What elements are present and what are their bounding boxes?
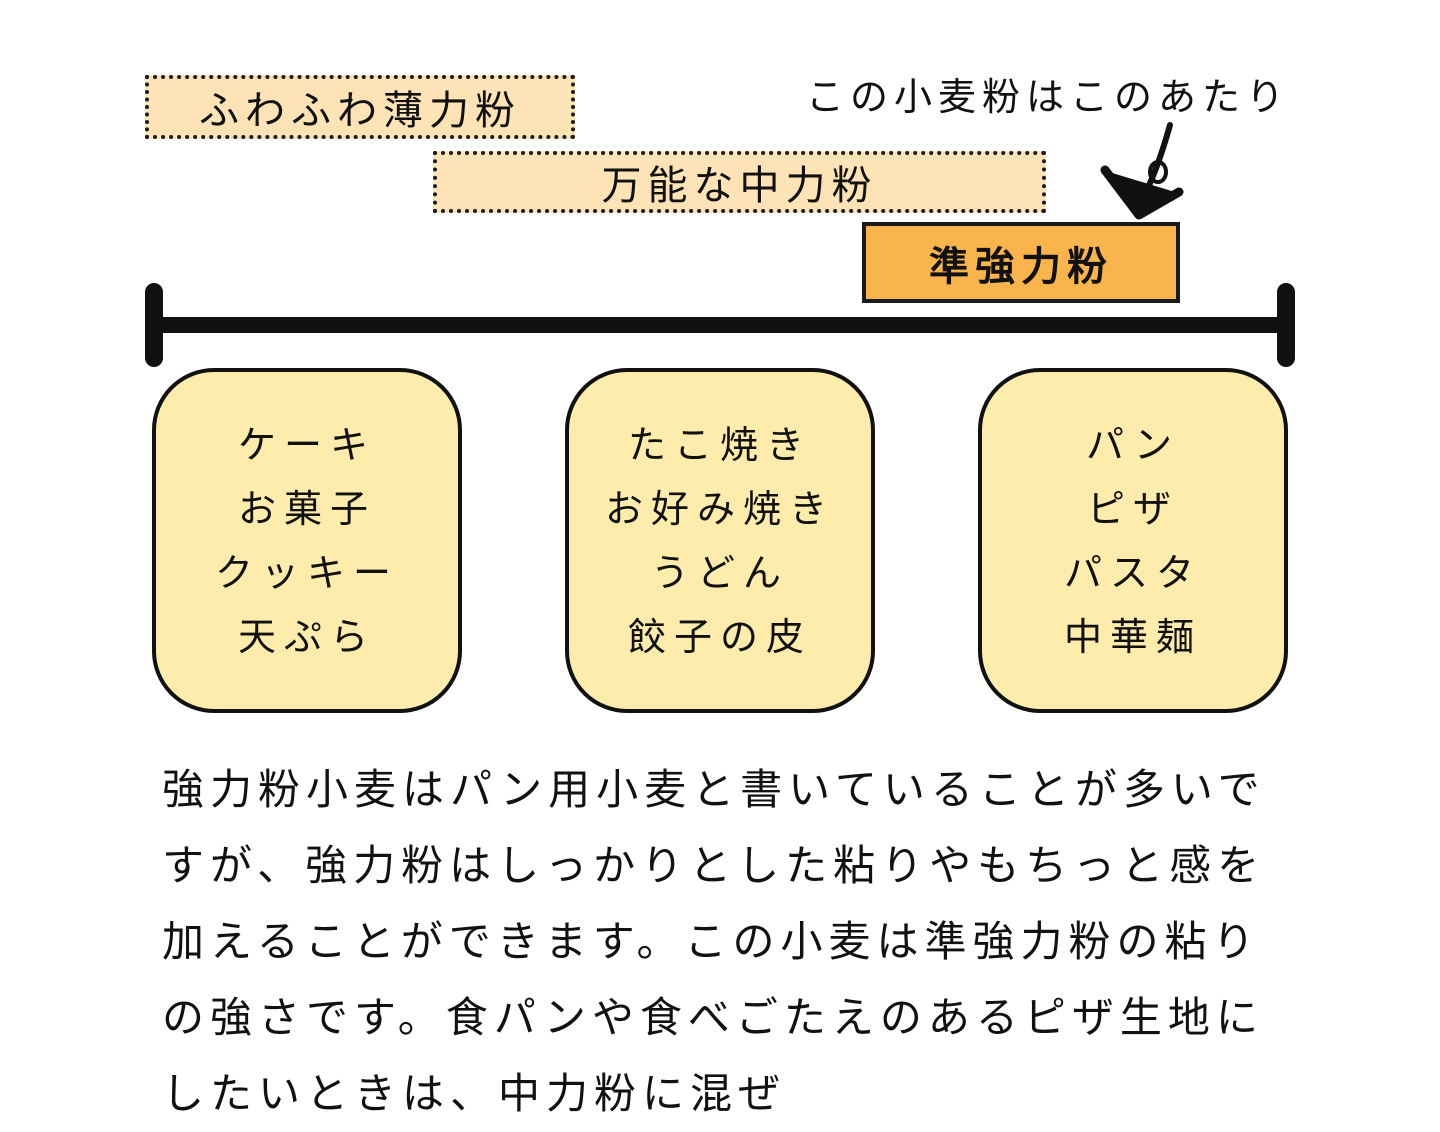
box-item: お好み焼き [604,486,835,531]
callout-arrow-icon [1100,122,1184,220]
description-paragraph: 強力粉小麦はパン用小麦と書いていることが多いですが、強力粉はしっかりとした粘りや… [162,765,1266,1118]
box-item: クッキー [214,550,399,595]
box-item: 天ぷら [237,614,376,659]
box-item: ピザ [1086,486,1179,531]
box-item: パスタ [1063,550,1202,595]
box-item: たこ焼き [627,422,812,467]
box-item: ケーキ [237,422,376,467]
scale-axis [145,283,1295,367]
box-item: パン [1086,422,1180,467]
box-chuuriki-uses: たこ焼き お好み焼き うどん 餃子の皮 [565,368,875,713]
box-kyouriki-uses: パン ピザ パスタ 中華麺 [978,368,1288,713]
box-hakuriki-uses: ケーキ お菓子 クッキー 天ぷら [152,368,462,713]
box-item: 中華麺 [1063,614,1202,659]
box-item: うどん [650,550,789,595]
tag-chuurikiko-label: 万能な中力粉 [601,163,878,209]
box-item: お菓子 [237,486,376,531]
tag-junkyourikiko-label: 準強力粉 [929,243,1113,290]
tag-hakurikiko: ふわふわ薄力粉 [145,75,575,139]
box-item: 餃子の皮 [627,614,812,659]
tag-junkyourikiko: 準強力粉 [862,222,1180,303]
tag-chuurikiko: 万能な中力粉 [433,151,1046,213]
tag-hakurikiko-label: ふわふわ薄力粉 [199,88,521,134]
callout-text: この小麦粉はこのあたり [805,75,1290,119]
